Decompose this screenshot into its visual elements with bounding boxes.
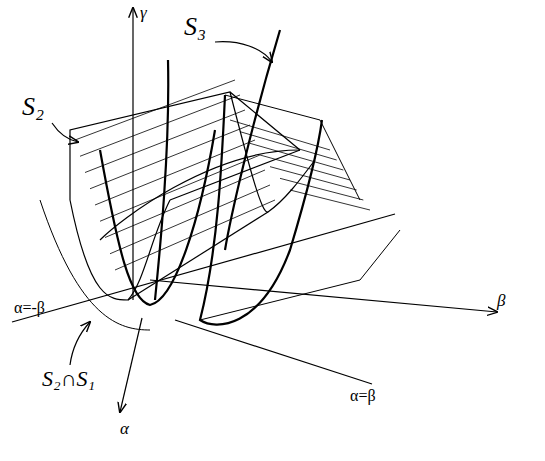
surface-s3 [100,30,322,325]
s3-leader [215,42,272,62]
surface-label: S₃ [184,14,206,40]
intersection-label: S₂∩S₁ [42,368,95,390]
hatch-line [85,110,245,173]
surface-label: S₂ [22,94,44,120]
hatch-line [100,155,260,221]
axis-label: β [497,292,505,309]
hatch-line [250,143,343,170]
hatch-line [115,200,275,270]
hatch-line [290,190,370,210]
hatch-line [90,125,250,189]
line-alpha-beta [175,320,372,384]
axis-label: α [120,420,129,437]
hatch-line [75,80,235,140]
axis-label: γ [140,4,147,21]
hatch-line [110,185,270,254]
hatch-line [95,140,255,205]
s2-leader [52,123,78,142]
hatch-line [80,95,240,156]
intersection-leader [70,322,90,365]
surface-s2 [70,92,315,300]
alpha-axis [120,318,142,412]
hatch-line [270,167,357,190]
hatch-line [105,170,265,238]
hatch-line [280,178,363,200]
line-label: α=β [350,388,376,404]
hatch-line [230,120,330,150]
line-label: α=-β [14,300,45,316]
hatch-line [240,132,337,160]
